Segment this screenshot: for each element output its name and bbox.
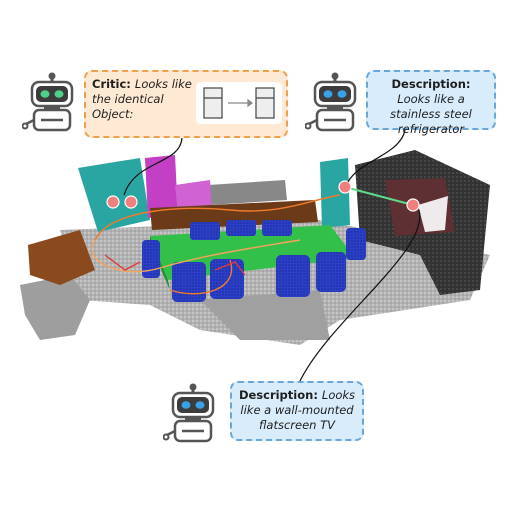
description-label: Description: [392,77,471,91]
fridge-comparison [196,82,282,124]
description-bubble-fridge: Description: Looks like a stainless stee… [366,70,496,130]
robot-critic-icon [22,70,82,140]
description-text: Looks like a stainless steel refrigerato… [390,92,472,136]
robot-description-icon [305,70,365,140]
robot-description-icon [163,381,223,451]
description-bubble-tv: Description: Looks like a wall-mounted f… [230,381,364,441]
critic-label: Critic: [92,77,135,91]
description-label: Description: [239,388,322,402]
arrow-right-icon [228,100,252,106]
